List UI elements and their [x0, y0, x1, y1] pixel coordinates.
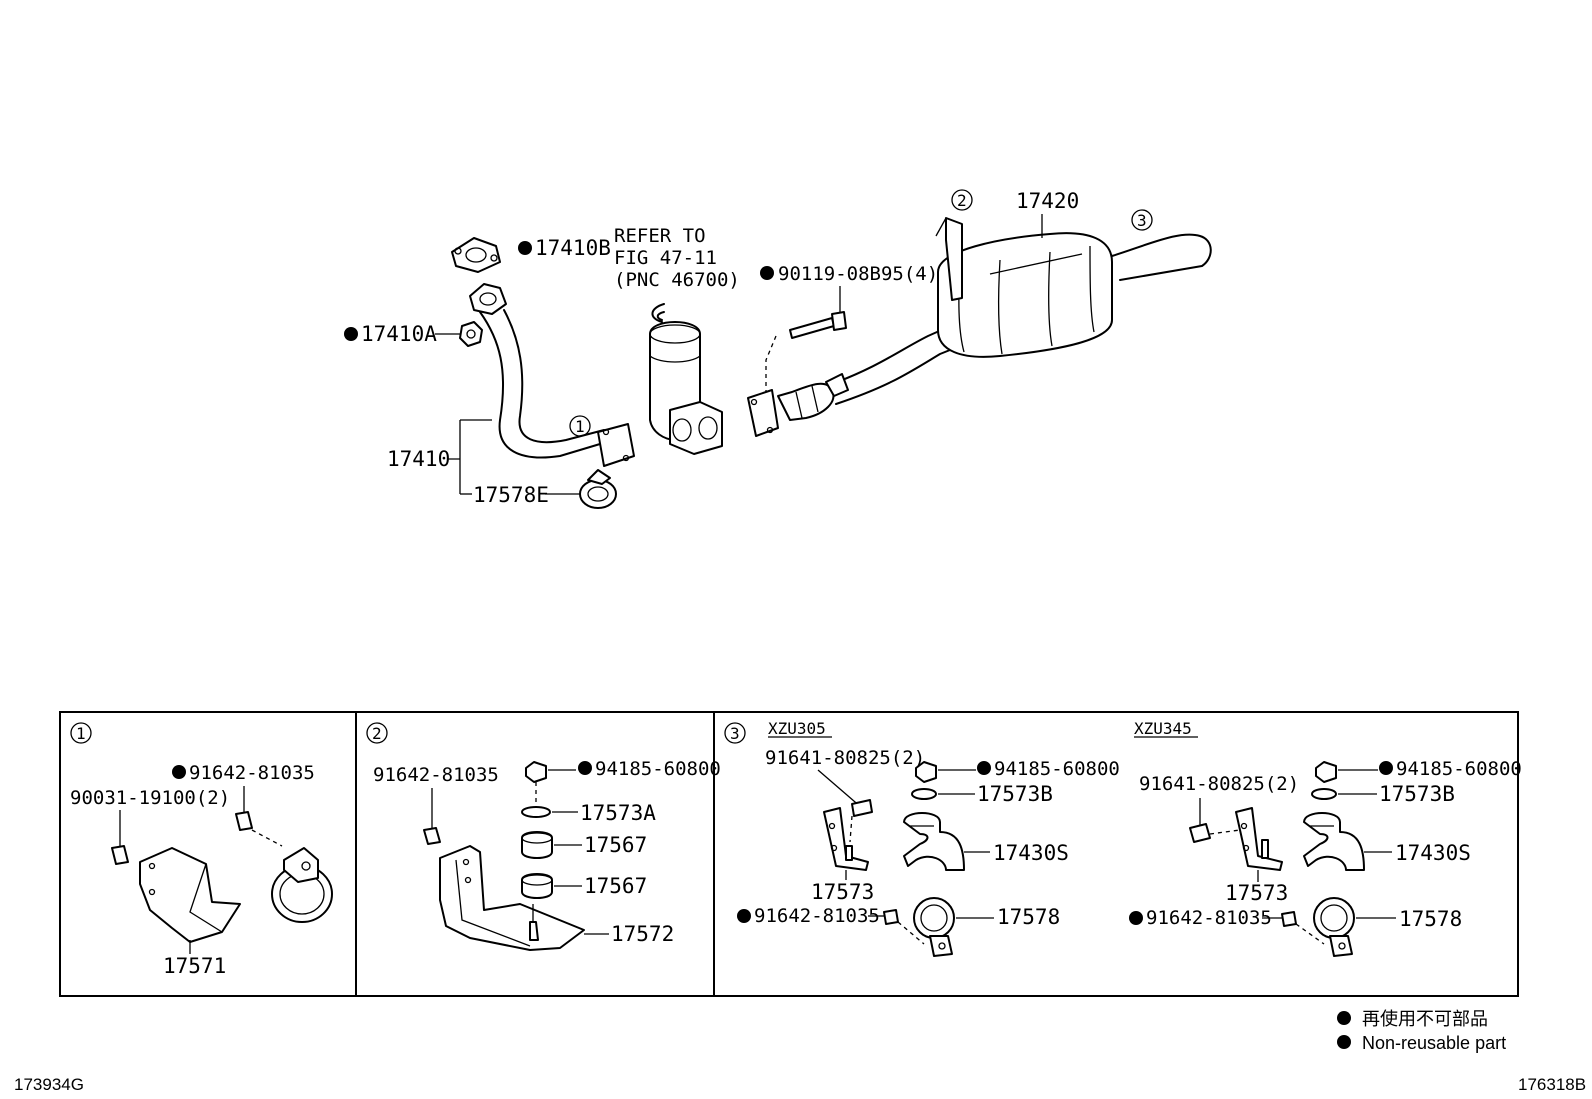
clamp-17578-right	[1313, 897, 1355, 957]
legend-text-ja: 再使用不可部品	[1362, 1009, 1488, 1029]
nonreusable-dot-p3l-bolt	[737, 909, 751, 923]
label-model-xzu345: XZU345	[1134, 719, 1192, 738]
front-exhaust-pipe-17410	[469, 283, 635, 467]
support-17430s-left	[903, 812, 965, 871]
label-p2-17567-b: 17567	[584, 874, 647, 898]
refer-note-line3: (PNC 46700)	[614, 269, 740, 291]
label-p3l-17573b: 17573B	[977, 782, 1053, 806]
label-model-xzu305: XZU305	[768, 719, 826, 738]
refer-note-line1: REFER TO	[614, 225, 706, 247]
label-p3l-17573: 17573	[811, 880, 874, 904]
label-17410b: 17410B	[535, 236, 611, 260]
label-p3r-17573: 17573	[1225, 881, 1288, 905]
callout-1-number: 1	[575, 417, 585, 436]
label-p3r-bolt-91642: 91642-81035	[1146, 907, 1272, 929]
bracket-17572	[439, 845, 585, 951]
detail-panels-frame	[59, 711, 1519, 997]
panel-3-number: 3	[730, 724, 740, 743]
callout-2-number: 2	[957, 191, 967, 210]
clamp-17578-left	[913, 897, 955, 957]
gasket-17410b	[451, 237, 501, 273]
label-p3r-nut-94185: 94185-60800	[1396, 758, 1522, 780]
legend: 再使用不可部品 Non-reusable part	[1337, 1009, 1506, 1053]
footer-code-left: 173934G	[14, 1075, 84, 1094]
label-p3r-bolt-91641: 91641-80825(2)	[1139, 773, 1299, 795]
label-p2-bolt-91642: 91642-81035	[373, 764, 499, 786]
label-17420: 17420	[1016, 189, 1079, 213]
label-17410: 17410	[387, 447, 450, 471]
bracket-17573-right	[1235, 807, 1283, 871]
label-p3l-17578: 17578	[997, 905, 1060, 929]
label-17410a: 17410A	[361, 322, 437, 346]
label-p3r-17578: 17578	[1399, 907, 1462, 931]
bolt-90119	[789, 311, 847, 339]
detail-panel-3: 3 XZU305 91641-80825(2) 17573 94185-6080…	[724, 719, 1522, 957]
label-p2-17572: 17572	[611, 922, 674, 946]
legend-text-en: Non-reusable part	[1362, 1033, 1506, 1053]
panel-3-variant-xzu345: XZU345 91641-80825(2) 17573 94185-60800 …	[1129, 719, 1522, 957]
label-p3l-bolt-91642: 91642-81035	[754, 905, 880, 927]
clamp-17578e	[579, 469, 617, 509]
muffler-17420	[935, 217, 1212, 358]
callout-2-circle	[951, 189, 973, 211]
label-17578e: 17578E	[473, 483, 549, 507]
nonreusable-dot-p1	[172, 765, 186, 779]
legend-dot-ja	[1337, 1011, 1351, 1025]
label-p3l-bolt-91641: 91641-80825(2)	[765, 747, 925, 769]
detail-panel-1: 1 91642-81035 90031-19100(2) 17571	[70, 722, 333, 978]
label-p3r-17573b: 17573B	[1379, 782, 1455, 806]
refer-note-line2: FIG 47-11	[614, 247, 717, 269]
nonreusable-dot-p3r-bolt	[1129, 911, 1143, 925]
footer-code-right: 176318B	[1518, 1075, 1586, 1094]
panel-3-variant-xzu305: XZU305 91641-80825(2) 17573 94185-60800 …	[737, 719, 1120, 957]
nonreusable-dot-17410b	[518, 241, 532, 255]
label-p1-17571: 17571	[163, 954, 226, 978]
label-p2-17573a: 17573A	[580, 801, 656, 825]
label-bolt-90119: 90119-08B95(4)	[778, 263, 938, 285]
bracket-17573-left	[823, 807, 869, 871]
callout-3-circle	[1131, 209, 1153, 231]
nonreusable-dot-17410a	[344, 327, 358, 341]
clamp-p1	[271, 847, 333, 923]
callout-1-circle	[569, 415, 591, 437]
nonreusable-dot-90119	[760, 266, 774, 280]
label-p3l-17430s: 17430S	[993, 841, 1069, 865]
catalytic-converter	[649, 303, 723, 455]
nonreusable-dot-p2	[578, 761, 592, 775]
main-assembly: 17410B 17410A 17410 17578E	[344, 189, 1212, 509]
panel-2-number: 2	[372, 724, 382, 743]
panel-1-number: 1	[76, 724, 86, 743]
label-p3r-17430s: 17430S	[1395, 841, 1471, 865]
nut-17410a	[459, 321, 483, 347]
label-p1-bolt-90031: 90031-19100(2)	[70, 787, 230, 809]
center-exhaust-pipe	[747, 327, 951, 437]
callout-3-number: 3	[1137, 211, 1147, 230]
label-p2-nut-94185: 94185-60800	[595, 758, 721, 780]
nonreusable-dot-p3l-nut	[977, 761, 991, 775]
nonreusable-dot-p3r-nut	[1379, 761, 1393, 775]
heat-insulator-17571	[139, 847, 241, 943]
label-p1-bolt-91642: 91642-81035	[189, 762, 315, 784]
detail-panel-2: 2 91642-81035 94185-60800 17573A 17567 1…	[366, 722, 721, 951]
legend-dot-en	[1337, 1035, 1351, 1049]
support-17430s-right	[1303, 812, 1365, 871]
label-p3l-nut-94185: 94185-60800	[994, 758, 1120, 780]
label-p2-17567-a: 17567	[584, 833, 647, 857]
